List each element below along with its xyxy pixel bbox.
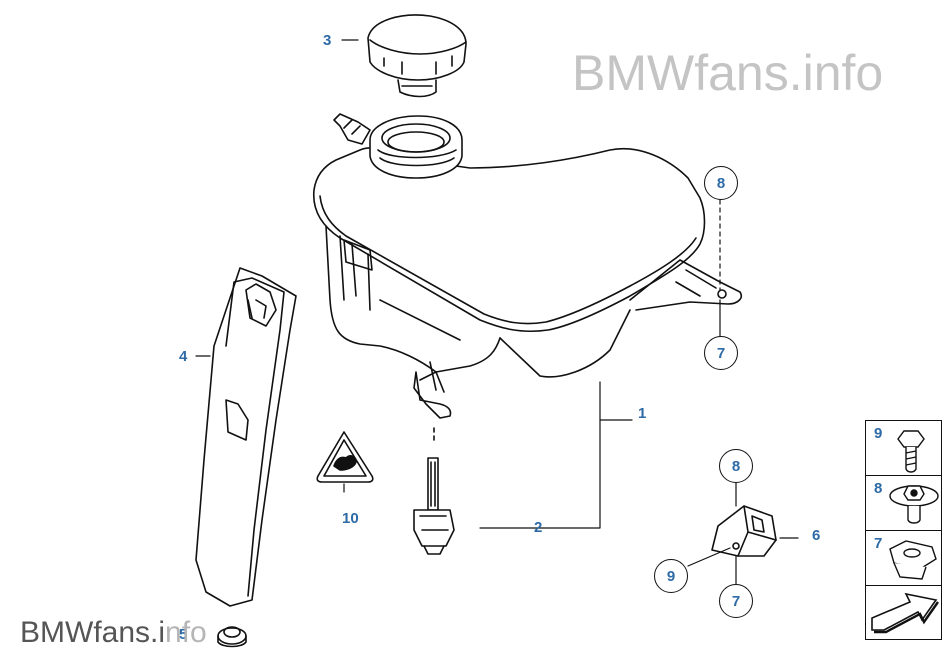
circled-callout-9-bracket[interactable]: 9: [654, 559, 688, 593]
clip-nut-icon: [889, 540, 937, 580]
grommet-drawing: [217, 626, 247, 648]
next-arrow-icon: [871, 592, 939, 634]
small-bracket-drawing: [711, 505, 777, 557]
collar-screw-icon: [889, 485, 939, 524]
callout-6[interactable]: 6: [812, 527, 821, 544]
callout-10[interactable]: 10: [342, 510, 359, 527]
tank-support-drawing: [195, 267, 297, 607]
callout-5[interactable]: 5: [179, 626, 188, 643]
leader-lines: [195, 39, 799, 585]
legend-row-bolt[interactable]: 9: [866, 421, 941, 476]
watermark-bottom: BMWfans.info: [20, 618, 207, 648]
legend-row-screw[interactable]: 8: [866, 476, 941, 531]
circled-callout-8-top[interactable]: 8: [704, 166, 738, 200]
expansion-tank-drawing: [313, 113, 743, 419]
hex-bolt-icon: [897, 430, 925, 473]
callout-3[interactable]: 3: [323, 32, 332, 49]
circled-callout-8-bracket[interactable]: 8: [719, 449, 753, 483]
legend-number: 9: [874, 425, 883, 442]
circled-callout-7-bracket[interactable]: 7: [719, 584, 753, 618]
expansion-tank-cap-drawing: [367, 14, 467, 98]
fastener-legend: 9 8 7: [865, 420, 942, 640]
watermark-top: BMWfans.info: [572, 45, 884, 101]
legend-row-arrow[interactable]: [866, 586, 941, 639]
callout-2[interactable]: 2: [534, 519, 543, 536]
watermark-bottom-main: BMWfans.i: [20, 616, 166, 649]
level-sensor-drawing: [413, 427, 455, 555]
legend-number: 8: [874, 480, 883, 497]
watermark-bottom-suffix: nfo: [165, 616, 207, 649]
circled-callout-7-top[interactable]: 7: [704, 336, 738, 370]
warning-label-drawing: [316, 431, 374, 483]
legend-row-clip-nut[interactable]: 7: [866, 531, 941, 586]
callout-1[interactable]: 1: [638, 405, 647, 422]
legend-number: 7: [874, 535, 883, 552]
callout-4[interactable]: 4: [179, 348, 188, 365]
